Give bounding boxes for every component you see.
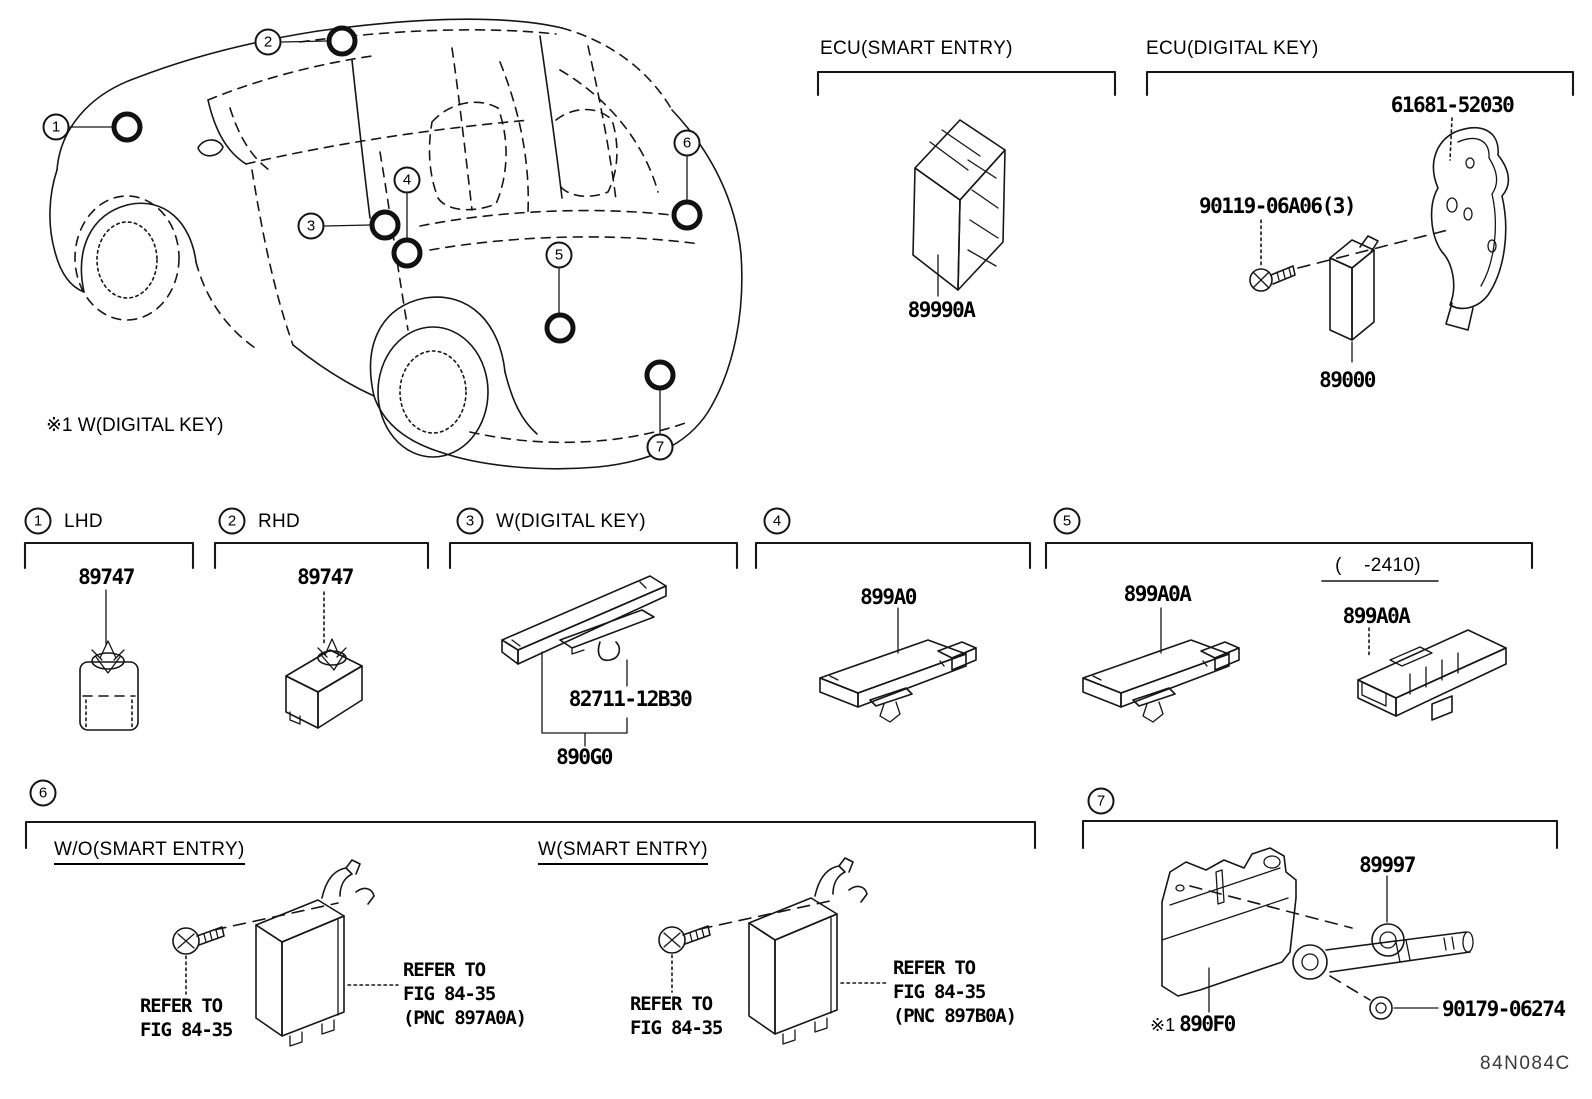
section-3-callout[interactable]: 3 <box>456 507 484 535</box>
section-5-callout[interactable]: 5 <box>1053 507 1081 535</box>
car-callout-5[interactable]: 5 <box>545 241 573 269</box>
production-range: ( -2410) <box>1335 555 1421 576</box>
quarter-panel-drawing <box>1430 117 1510 331</box>
section-4-callout[interactable]: 4 <box>763 507 791 535</box>
part-number-899a0[interactable]: 899A0 <box>860 585 917 609</box>
section-1-label: LHD <box>64 511 103 532</box>
car-callout-markers <box>69 25 703 434</box>
section-3-label: W(DIGITAL KEY) <box>496 511 646 532</box>
ecu-smart-entry-title: ECU(SMART ENTRY) <box>820 38 1013 59</box>
car-callout-4[interactable]: 4 <box>393 166 421 194</box>
part-number-90179-06274[interactable]: 90179-06274 <box>1442 997 1566 1021</box>
part-number-82711-12b30[interactable]: 82711-12B30 <box>568 687 693 711</box>
ecu-digital-key-title: ECU(DIGITAL KEY) <box>1146 38 1319 59</box>
car-callout-1[interactable]: 1 <box>42 113 70 141</box>
tailgate-opener-drawing <box>1161 847 1474 1020</box>
car-callout-2[interactable]: 2 <box>254 28 282 56</box>
w-smart-entry-label: W(SMART ENTRY) <box>538 839 708 865</box>
w-smart-entry-drawing <box>658 857 890 1045</box>
part-number-89990a[interactable]: 89990A <box>907 298 976 322</box>
section-1-callout[interactable]: 1 <box>24 507 52 535</box>
refer-note-wo-screw: REFER TO FIG 84-35 <box>140 995 233 1041</box>
car-callout-7[interactable]: 7 <box>646 433 674 461</box>
part-number-89747-rhd[interactable]: 89747 <box>297 565 354 589</box>
buzzer-lhd-drawing <box>79 589 139 731</box>
part-number-899a0a-variant[interactable]: 899A0A <box>1342 604 1411 628</box>
section-2-callout[interactable]: 2 <box>218 507 246 535</box>
refer-note-wo-ecu: REFER TO FIG 84-35 (PNC 897A0A) <box>403 959 527 1029</box>
antenna-899a0a-variant-drawing <box>1321 580 1507 721</box>
refer-note-w-ecu: REFER TO FIG 84-35 (PNC 897B0A) <box>893 957 1017 1027</box>
part-number-89997[interactable]: 89997 <box>1359 853 1416 877</box>
wo-smart-entry-label: W/O(SMART ENTRY) <box>54 839 245 865</box>
antenna-899a0-drawing <box>819 607 977 723</box>
antenna-899a0a-drawing <box>1082 607 1240 723</box>
section-brackets <box>23 70 1575 850</box>
part-number-890f0-row[interactable]: ※1 890F0 <box>1150 1012 1236 1036</box>
ecu-smart-entry-drawing <box>912 119 1006 297</box>
section-2-label: RHD <box>258 511 301 532</box>
section-7-callout[interactable]: 7 <box>1087 787 1115 815</box>
buzzer-rhd-drawing <box>285 591 363 729</box>
car-callout-6[interactable]: 6 <box>673 129 701 157</box>
part-number-899a0a[interactable]: 899A0A <box>1123 582 1192 606</box>
part-number-89000[interactable]: 89000 <box>1319 368 1376 392</box>
car-sketch <box>49 18 743 470</box>
part-number-61681-52030[interactable]: 61681-52030 <box>1390 93 1515 117</box>
refer-note-w-screw: REFER TO FIG 84-35 <box>630 993 723 1039</box>
digital-key-screw-drawing <box>1249 219 1449 292</box>
section-6-callout[interactable]: 6 <box>29 779 57 807</box>
part-number-90119-06a06[interactable]: 90119-06A06(3) <box>1198 194 1357 218</box>
part-number-890g0[interactable]: 890G0 <box>556 745 613 769</box>
wo-smart-entry-drawing <box>172 859 399 1047</box>
part-number-890f0: 890F0 <box>1179 1012 1236 1036</box>
part-number-89747-lhd[interactable]: 89747 <box>78 565 135 589</box>
digital-key-ecu-drawing <box>1329 235 1379 363</box>
drawing-code: 84N084C <box>1480 1053 1571 1074</box>
car-callout-3[interactable]: 3 <box>297 212 325 240</box>
digital-key-antenna-drawing <box>501 575 667 747</box>
note-prefix: ※1 <box>1150 1015 1176 1035</box>
digital-key-note: ※1 W(DIGITAL KEY) <box>46 415 224 436</box>
